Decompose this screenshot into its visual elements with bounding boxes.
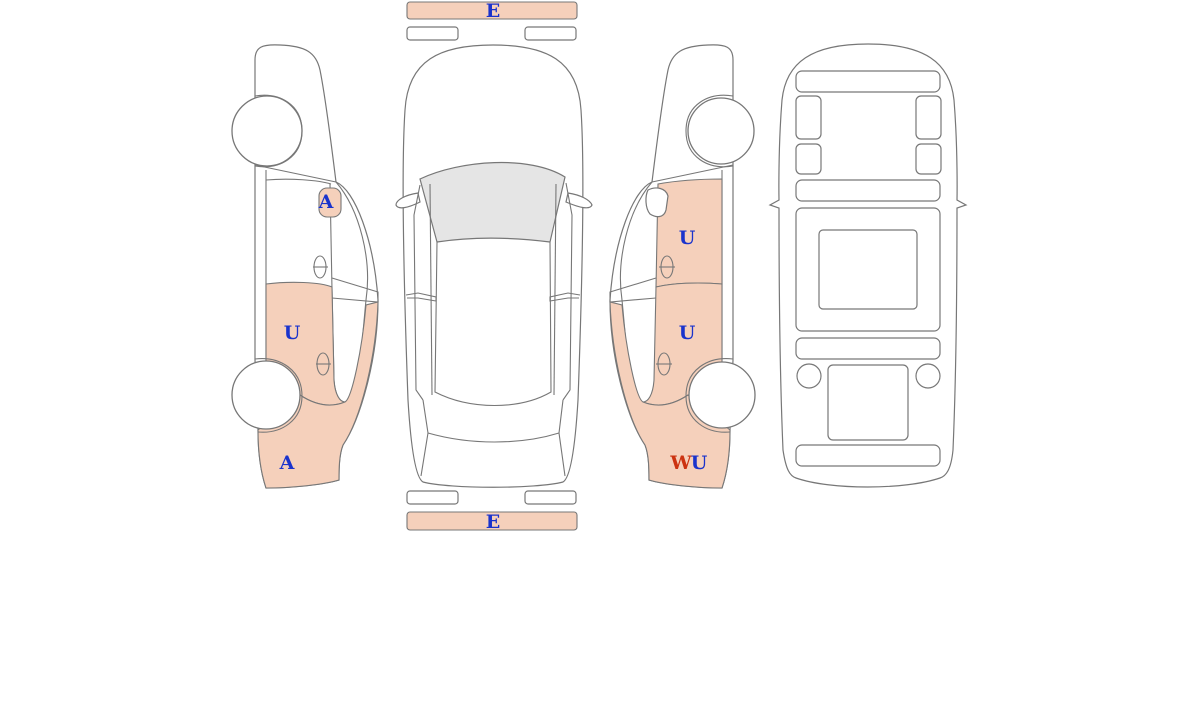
windshield[interactable]	[419, 161, 566, 243]
code-left-rear-door: U	[284, 322, 301, 344]
car-body-top	[402, 44, 584, 488]
right-front-arch	[685, 94, 734, 168]
rear-window	[427, 432, 560, 443]
left-front-door-handle	[313, 255, 328, 279]
front-marker-left	[406, 26, 459, 41]
right-mirror-shape	[645, 187, 669, 218]
left-side-view	[231, 44, 379, 489]
top-view	[395, 1, 593, 531]
left-rear-arch	[254, 358, 303, 433]
code-right-front-door: U	[679, 227, 696, 249]
roof-panel-a-right	[915, 95, 942, 140]
roof-panel-rear	[795, 444, 941, 467]
left-rear-quarter-panel[interactable]	[257, 301, 379, 489]
left-front-wheel	[231, 95, 303, 167]
roof-outline	[434, 241, 552, 407]
roof-panel-b-right	[915, 143, 942, 175]
left-mirror-panel[interactable]	[318, 187, 342, 218]
right-side-mirror-bar	[609, 277, 657, 303]
rear-side-left	[420, 399, 429, 477]
rear-bumper-panel[interactable]	[406, 511, 578, 531]
rear-marker-left	[406, 490, 459, 505]
left-mirror-top	[395, 192, 421, 209]
right-front-door-handle	[659, 255, 675, 279]
roof-circle-left	[796, 363, 822, 389]
roof-panel-mid	[795, 179, 941, 202]
code-left-rear-quarter: A	[279, 452, 295, 474]
left-front-arch	[254, 94, 303, 168]
left-pillar-line	[413, 184, 424, 401]
roof-panel-front	[795, 70, 941, 93]
code-front-bumper: E	[486, 0, 500, 22]
right-rear-quarter-panel[interactable]	[609, 301, 731, 489]
right-rear-arch	[685, 358, 734, 433]
front-marker-right	[524, 26, 577, 41]
code-right-rear-quarter-u: U	[691, 452, 708, 474]
right-pillar-line	[562, 182, 573, 401]
left-rear-wheel	[231, 360, 301, 430]
code-left-mirror: A	[318, 191, 334, 213]
left-b-arc	[265, 178, 332, 185]
roof-view	[768, 43, 968, 488]
right-side-view	[609, 44, 756, 489]
right-inner-edge	[553, 183, 557, 396]
code-rear-bumper: E	[486, 511, 500, 533]
right-rear-door-handle	[656, 352, 672, 376]
left-rear-door-handle	[316, 352, 331, 376]
roof-panel-inner	[818, 229, 918, 310]
damage-codes: E E A U A U U W U	[279, 0, 708, 533]
right-mirror-top	[565, 192, 593, 209]
left-side-mirror-bar	[331, 277, 379, 303]
right-rear-wheel	[688, 361, 756, 429]
left-inner-edge	[429, 183, 433, 396]
roof-panel-lower	[795, 337, 941, 360]
roof-circle-right	[915, 363, 941, 389]
roof-panel-b-left	[795, 143, 822, 175]
code-right-rear-door: U	[679, 322, 696, 344]
rear-marker-right	[524, 490, 577, 505]
code-right-rear-quarter-w: W	[669, 452, 692, 474]
rear-side-right	[558, 399, 566, 477]
roof-panel-trunk	[827, 364, 909, 441]
roof-panel-a-left	[795, 95, 822, 140]
right-front-fender-line	[651, 164, 734, 183]
left-front-fender-line	[254, 164, 337, 183]
front-bumper-panel[interactable]	[406, 1, 578, 20]
right-front-wheel	[687, 97, 755, 165]
